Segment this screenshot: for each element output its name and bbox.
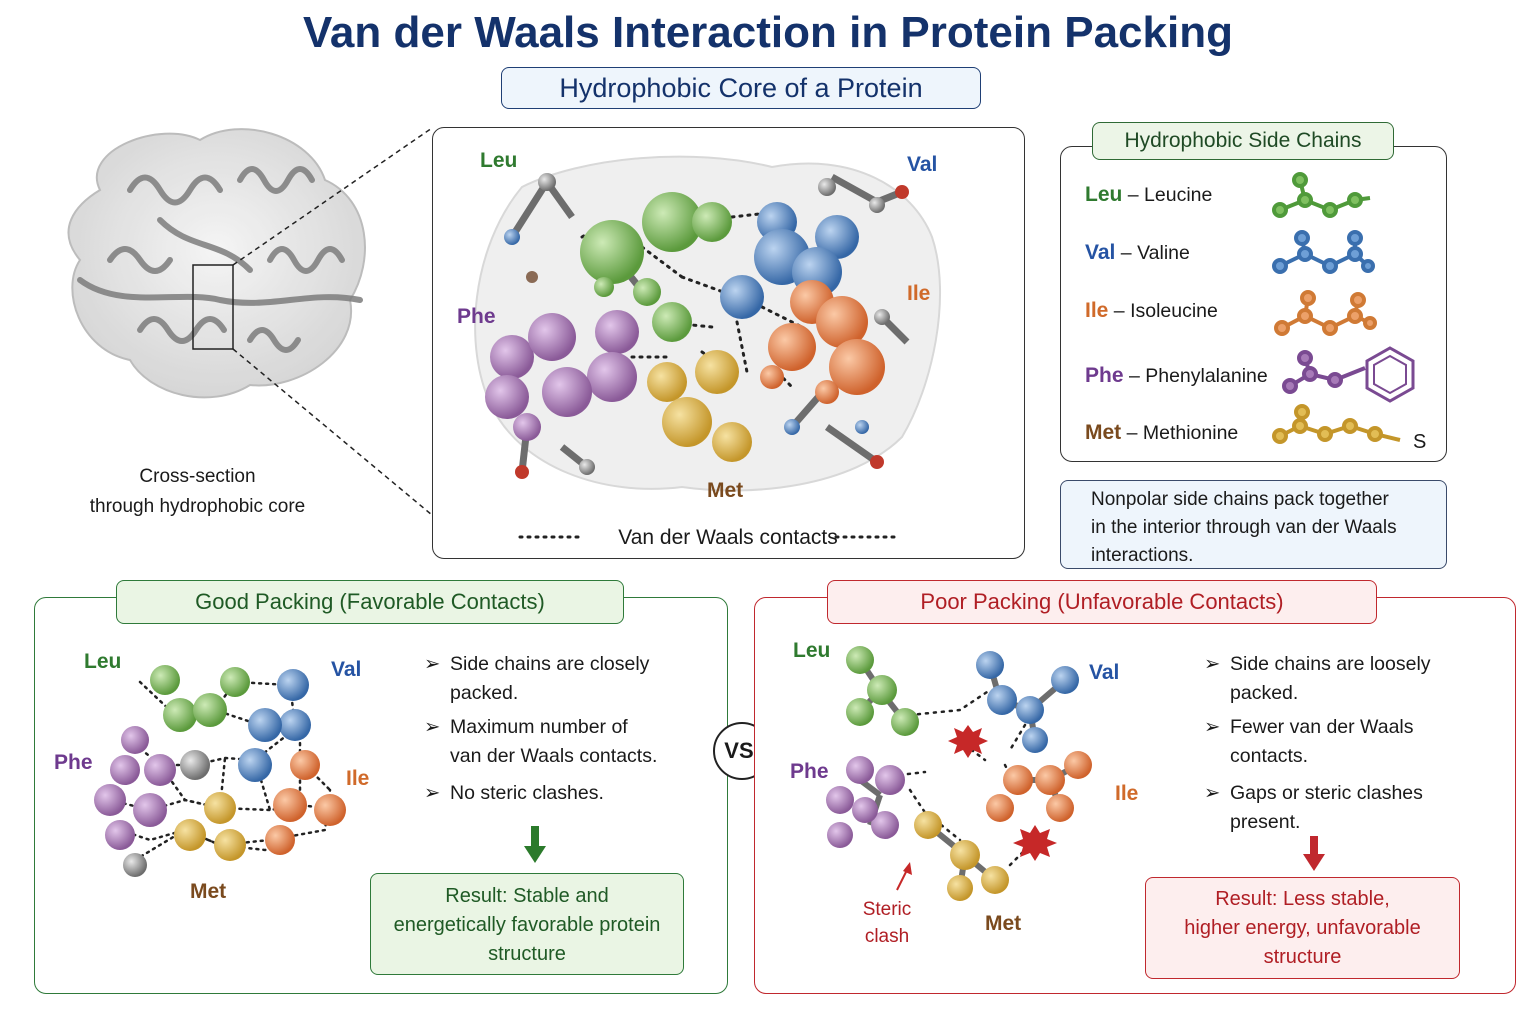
good-packing-illustration: Leu Val Ile Phe Met: [54, 650, 369, 903]
good-packing-title: Good Packing (Favorable Contacts): [116, 580, 624, 624]
core-label-met: Met: [707, 479, 743, 502]
poor-phe-atoms: [826, 756, 905, 848]
good-result-line2: energetically favorable protein: [393, 914, 661, 936]
good-phe-atoms: [94, 726, 176, 850]
poor-met-atoms: [914, 811, 1009, 901]
poor-packing-illustration: Leu Val Ile Phe Met Steric clash: [790, 639, 1138, 947]
legend-item-phe: Phe – Phenylalanine: [1085, 364, 1268, 387]
legend-title: Hydrophobic Side Chains: [1092, 122, 1394, 160]
good-label-leu: Leu: [84, 650, 121, 673]
legend-list: Leu – Leucine Val – Valine Ile – Isoleuc…: [1085, 183, 1268, 453]
valine-chain-icon: [1272, 230, 1375, 274]
methionine-chain-icon: [1272, 404, 1401, 444]
core-label-ile: Ile: [907, 282, 930, 305]
steric-clash-label-line1: Steric: [863, 899, 912, 920]
protein-caption-line1: Cross-section: [139, 466, 256, 487]
section-subtitle: Hydrophobic Core of a Protein: [501, 67, 981, 109]
steric-clash-label-line2: clash: [865, 926, 909, 947]
poor-label-ile: Ile: [1115, 782, 1138, 805]
poor-arrow-down-icon: [1303, 836, 1325, 871]
good-bullet-3: ➢No steric clashes.: [424, 782, 604, 804]
legend-side-chain-icons: S: [1272, 172, 1426, 453]
legend-item-ile: Ile – Isoleucine: [1085, 299, 1218, 322]
good-met-atoms: [123, 750, 246, 877]
poor-ile-atoms: [986, 751, 1092, 822]
poor-label-leu: Leu: [793, 639, 830, 662]
interior-note: Nonpolar side chains pack together in th…: [1060, 480, 1447, 569]
core-label-val: Val: [907, 153, 937, 176]
steric-clash-burst-icon-2: [1013, 825, 1057, 861]
note-line3: interactions.: [1091, 545, 1194, 566]
poor-result-line3: structure: [1263, 946, 1342, 968]
core-label-phe: Phe: [457, 305, 496, 328]
note-line2: in the interior through van der Waals: [1091, 517, 1397, 538]
protein-caption: Cross-section through hydrophobic core: [40, 462, 355, 522]
good-leu-atoms: [150, 665, 250, 732]
isoleucine-chain-icon: [1274, 290, 1377, 336]
legend-item-val: Val – Valine: [1085, 241, 1190, 264]
core-label-leu: Leu: [480, 149, 517, 172]
phenylalanine-chain-icon: [1282, 346, 1415, 403]
good-val-atoms: [238, 669, 311, 782]
poor-result-line1: Result: Less stable,: [1215, 888, 1390, 910]
poor-val-atoms: [976, 651, 1079, 753]
poor-label-phe: Phe: [790, 760, 829, 783]
poor-label-met: Met: [985, 912, 1021, 935]
sulfur-label: S: [1413, 431, 1426, 453]
good-ile-atoms: [265, 750, 346, 855]
page-title: Van der Waals Interaction in Protein Pac…: [303, 8, 1233, 57]
poor-leu-atoms: [846, 646, 919, 736]
leucine-chain-icon: [1272, 172, 1371, 218]
poor-packing-title: Poor Packing (Unfavorable Contacts): [827, 580, 1377, 624]
good-result-line1: Result: Stable and: [445, 885, 609, 907]
good-label-phe: Phe: [54, 751, 93, 774]
good-label-met: Met: [190, 880, 226, 903]
poor-result-box: Result: Less stable, higher energy, unfa…: [1145, 877, 1460, 979]
legend-item-met: Met – Methionine: [1085, 421, 1239, 444]
legend-panel: [1060, 146, 1447, 462]
good-result-box: Result: Stable and energetically favorab…: [370, 873, 684, 975]
good-label-ile: Ile: [346, 767, 369, 790]
protein-structure-illustration: [67, 128, 366, 399]
note-line1: Nonpolar side chains pack together: [1091, 489, 1389, 510]
vdw-contacts-label: Van der Waals contacts: [618, 526, 837, 549]
legend-item-leu: Leu – Leucine: [1085, 183, 1213, 206]
protein-caption-line2: through hydrophobic core: [89, 496, 306, 517]
steric-clash-burst-icon: [948, 725, 988, 758]
core-molecule-illustration: Leu Val Ile Phe Met Van der Waals contac…: [457, 149, 942, 549]
good-result-line3: structure: [488, 943, 566, 965]
good-label-val: Val: [331, 658, 361, 681]
poor-result-line2: higher energy, unfavorable: [1184, 917, 1421, 939]
poor-label-val: Val: [1089, 661, 1119, 684]
good-arrow-down-icon: [524, 826, 546, 863]
